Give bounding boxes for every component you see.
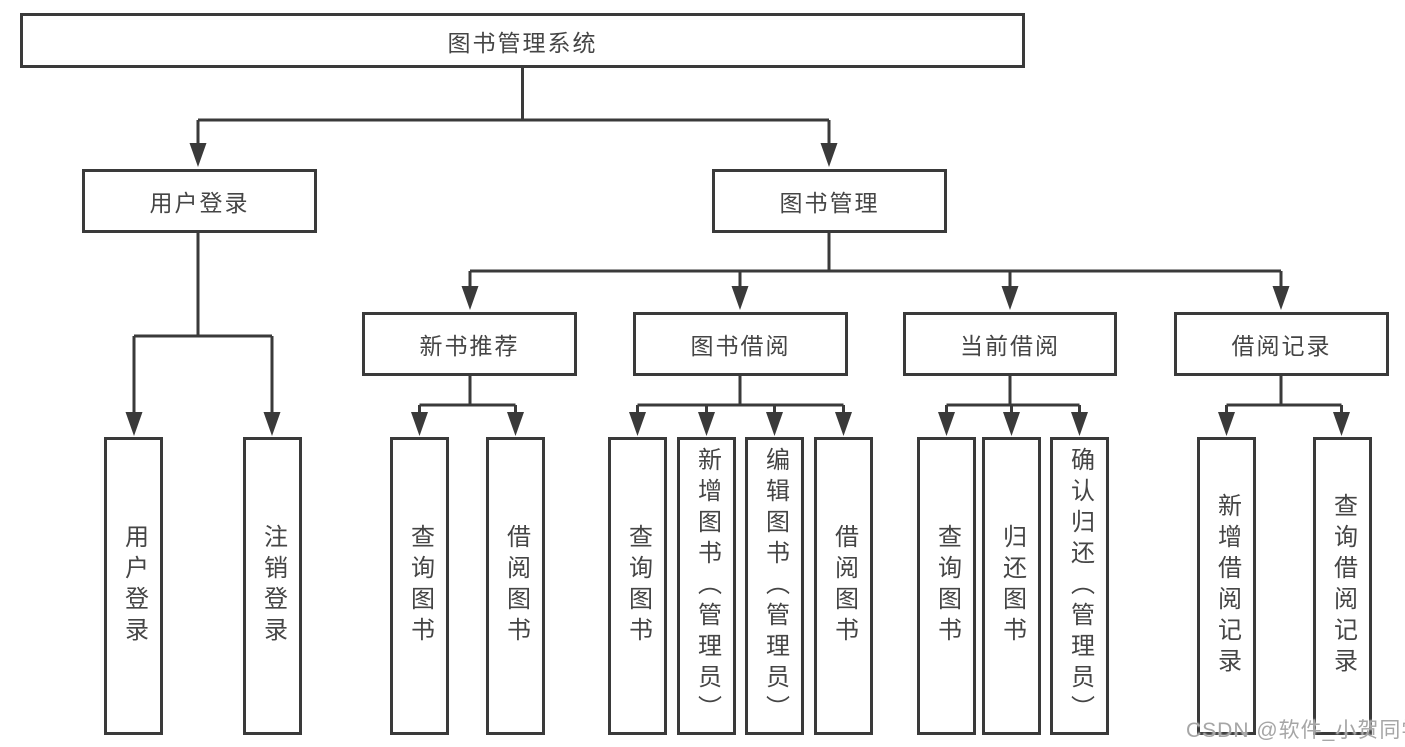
node-root: 图书管理系统 [20,13,1025,68]
node-new-book-recommendation: 新书推荐 [362,312,577,376]
leaf-newbook-search-books: 查询图书 [390,437,449,735]
leaf-records-add-record-label: 新增借阅记录 [1213,493,1241,679]
leaf-borrowing-edit-books-admin-label: 编辑图书（管理员） [761,446,789,726]
leaf-current-search-books: 查询图书 [917,437,976,735]
leaf-records-search-record: 查询借阅记录 [1313,437,1372,735]
node-user-login: 用户登录 [82,169,317,233]
node-book-borrowing: 图书借阅 [633,312,848,376]
leaf-user-login: 用户登录 [104,437,163,735]
leaf-newbook-search-books-label: 查询图书 [406,524,434,648]
leaf-current-return-books-label: 归还图书 [998,524,1026,648]
leaf-records-add-record: 新增借阅记录 [1197,437,1256,735]
node-book-management-label: 图书管理 [779,190,880,216]
node-borrowing-records-label: 借阅记录 [1231,333,1332,359]
node-new-book-recommendation-label: 新书推荐 [419,333,520,359]
leaf-newbook-borrow-books: 借阅图书 [486,437,545,735]
leaf-borrowing-add-books-admin: 新增图书（管理员） [677,437,736,735]
leaf-logout: 注销登录 [243,437,302,735]
leaf-newbook-borrow-books-label: 借阅图书 [502,524,530,648]
leaf-borrowing-search-books-label: 查询图书 [624,524,652,648]
leaf-logout-label: 注销登录 [259,524,287,648]
leaf-current-return-books: 归还图书 [982,437,1041,735]
leaf-current-confirm-return-admin-label: 确认归还（管理员） [1066,446,1094,726]
csdn-watermark: CSDN @软件_小贺同学 [1186,719,1405,742]
leaf-borrowing-edit-books-admin: 编辑图书（管理员） [745,437,804,735]
node-book-management: 图书管理 [712,169,947,233]
leaf-current-search-books-label: 查询图书 [933,524,961,648]
node-current-borrowing-label: 当前借阅 [960,333,1060,359]
leaf-borrowing-add-books-admin-label: 新增图书（管理员） [693,446,721,726]
node-root-label: 图书管理系统 [447,29,598,56]
node-current-borrowing: 当前借阅 [903,312,1117,376]
leaf-borrowing-borrow-books: 借阅图书 [814,437,873,735]
leaf-current-confirm-return-admin: 确认归还（管理员） [1050,437,1109,735]
leaf-user-login-label: 用户登录 [120,524,148,648]
node-book-borrowing-label: 图书借阅 [690,333,791,359]
node-user-login-label: 用户登录 [149,190,250,216]
leaf-borrowing-borrow-books-label: 借阅图书 [830,524,858,648]
leaf-borrowing-search-books: 查询图书 [608,437,667,735]
node-borrowing-records: 借阅记录 [1174,312,1389,376]
leaf-records-search-record-label: 查询借阅记录 [1329,493,1357,679]
